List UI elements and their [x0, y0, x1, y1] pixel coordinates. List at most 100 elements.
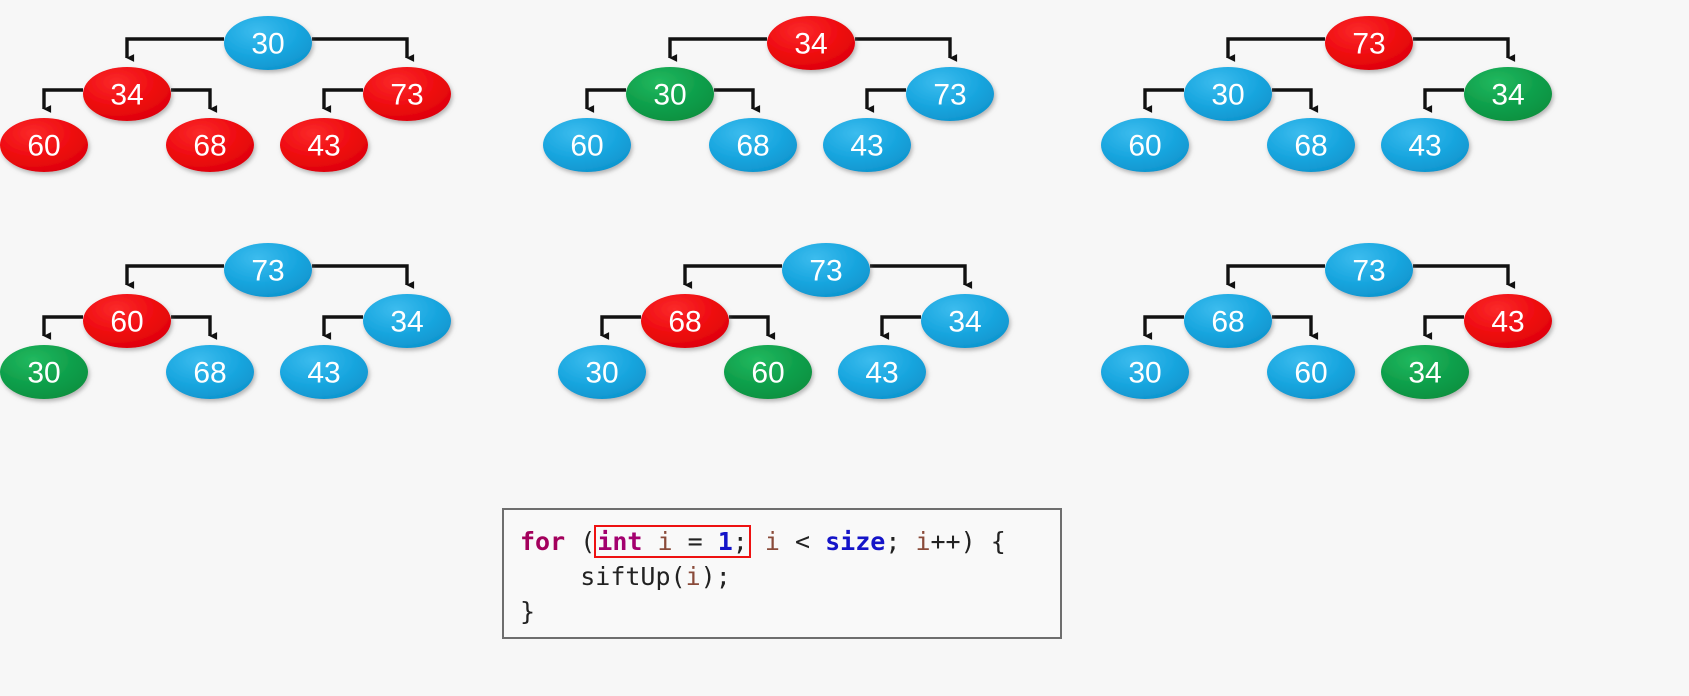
tree-node-ellipse: [83, 67, 171, 121]
tree-node[interactable]: 43: [1381, 118, 1469, 172]
tree-node-label: 60: [27, 130, 60, 163]
tree-node[interactable]: 60: [1267, 345, 1355, 399]
tree-node[interactable]: 30: [558, 345, 646, 399]
tree-edge: [125, 264, 224, 289]
tree-edge: [714, 88, 761, 113]
tree-node[interactable]: 43: [838, 345, 926, 399]
tree-node-ellipse: [724, 345, 812, 399]
tree-node[interactable]: 43: [280, 118, 368, 172]
tree-edge: [1413, 37, 1516, 62]
code-token: ++) {: [930, 527, 1006, 556]
tree-edge: [1226, 264, 1325, 289]
code-token: [750, 527, 765, 556]
tree-node[interactable]: 43: [280, 345, 368, 399]
code-token: (: [565, 527, 596, 556]
tree-node-ellipse: [1101, 118, 1189, 172]
tree-node[interactable]: 43: [823, 118, 911, 172]
tree-node-label: 30: [585, 357, 618, 390]
tree-node-label: 30: [1128, 357, 1161, 390]
tree-node[interactable]: 73: [363, 67, 451, 121]
tree-node-label: 43: [1408, 130, 1441, 163]
tree-node-label: 34: [390, 306, 423, 339]
tree-node[interactable]: 34: [363, 294, 451, 348]
tree-edge: [600, 315, 641, 340]
tree-node-label: 68: [1294, 130, 1327, 163]
tree-node[interactable]: 73: [782, 243, 870, 297]
code-token: ;: [732, 527, 748, 556]
tree-node[interactable]: 34: [1381, 345, 1469, 399]
tree-node-ellipse: [280, 118, 368, 172]
tree-edge: [1413, 264, 1516, 289]
tree-node-ellipse: [224, 243, 312, 297]
tree-node-ellipse: [363, 294, 451, 348]
tree-node[interactable]: 68: [709, 118, 797, 172]
code-token: i: [657, 527, 673, 556]
tree-node[interactable]: 68: [166, 345, 254, 399]
tree-node[interactable]: 60: [724, 345, 812, 399]
tree-node-label: 68: [736, 130, 769, 163]
code-token: <: [779, 527, 826, 556]
code-token: [520, 562, 580, 591]
tree-node-label: 60: [110, 306, 143, 339]
tree-node[interactable]: 34: [921, 294, 1009, 348]
tree-node-ellipse: [280, 345, 368, 399]
tree-node[interactable]: 30: [626, 67, 714, 121]
tree-node-label: 68: [668, 306, 701, 339]
tree-node-ellipse: [1267, 345, 1355, 399]
tree-node[interactable]: 34: [1464, 67, 1552, 121]
tree-edge: [42, 88, 83, 113]
tree-node[interactable]: 68: [166, 118, 254, 172]
tree-node-ellipse: [641, 294, 729, 348]
tree-node-label: 60: [1128, 130, 1161, 163]
tree-node-ellipse: [1184, 294, 1272, 348]
tree-node[interactable]: 60: [1101, 118, 1189, 172]
tree-edge: [683, 264, 782, 289]
tree-node-ellipse: [224, 16, 312, 70]
tree-node-ellipse: [166, 345, 254, 399]
tree-node-ellipse: [0, 345, 88, 399]
tree-node[interactable]: 34: [767, 16, 855, 70]
tree-node-ellipse: [823, 118, 911, 172]
tree-node-ellipse: [626, 67, 714, 121]
tree-node[interactable]: 34: [83, 67, 171, 121]
tree-node-label: 30: [251, 28, 284, 61]
tree-edge: [865, 88, 906, 113]
tree-node[interactable]: 60: [83, 294, 171, 348]
tree-node[interactable]: 68: [1267, 118, 1355, 172]
tree-node[interactable]: 30: [224, 16, 312, 70]
tree-node[interactable]: 60: [543, 118, 631, 172]
tree-edge: [1272, 88, 1319, 113]
tree-node-ellipse: [838, 345, 926, 399]
tree-node-ellipse: [1184, 67, 1272, 121]
tree-node[interactable]: 60: [0, 118, 88, 172]
tree-edges-layer: [42, 37, 1516, 340]
tree-node[interactable]: 68: [641, 294, 729, 348]
tree-node[interactable]: 73: [1325, 16, 1413, 70]
tree-node[interactable]: 73: [224, 243, 312, 297]
tree-node-label: 30: [27, 357, 60, 390]
tree-node[interactable]: 68: [1184, 294, 1272, 348]
tree-node-label: 34: [1408, 357, 1441, 390]
tree-node[interactable]: 30: [1101, 345, 1189, 399]
tree-node-ellipse: [558, 345, 646, 399]
code-token: i: [764, 527, 780, 556]
code-token: siftUp: [580, 562, 671, 591]
tree-node[interactable]: 73: [1325, 243, 1413, 297]
tree-node-ellipse: [1381, 345, 1469, 399]
tree-edge: [312, 37, 415, 62]
tree-node-ellipse: [1464, 294, 1552, 348]
tree-node-label: 60: [751, 357, 784, 390]
tree-node[interactable]: 30: [1184, 67, 1272, 121]
tree-node-label: 73: [809, 255, 842, 288]
tree-edge: [1423, 88, 1464, 113]
tree-node[interactable]: 43: [1464, 294, 1552, 348]
code-token: i: [915, 527, 931, 556]
tree-edge: [42, 315, 83, 340]
tree-node[interactable]: 30: [0, 345, 88, 399]
tree-edge: [855, 37, 958, 62]
tree-node[interactable]: 73: [906, 67, 994, 121]
tree-node-label: 34: [110, 79, 143, 112]
tree-edge: [1272, 315, 1319, 340]
